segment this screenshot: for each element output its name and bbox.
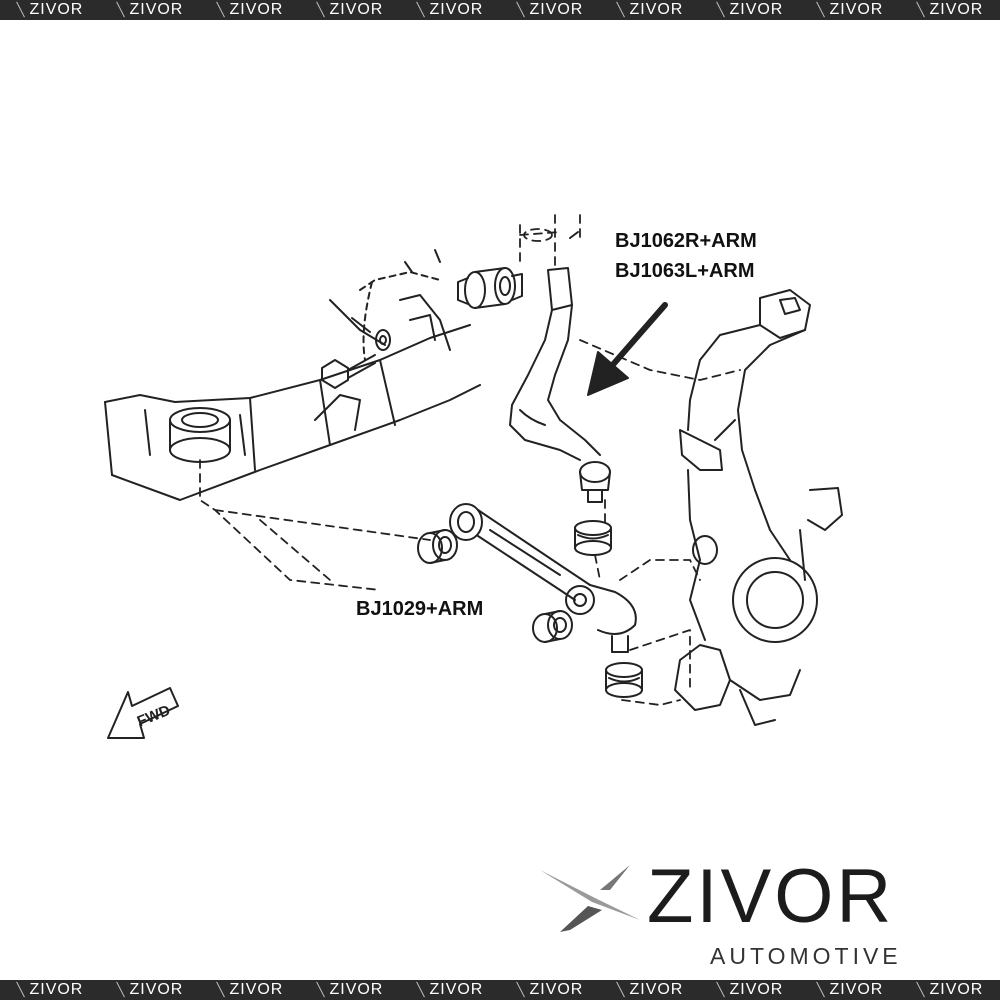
watermark-x-icon: ╲ — [616, 982, 626, 997]
brand-name: ZIVOR — [647, 854, 895, 939]
watermark-x-icon: ╲ — [416, 982, 426, 997]
upper-dust-boot — [574, 520, 612, 556]
callout-upper-arm-left: BJ1063L+ARM — [615, 260, 755, 282]
watermark-text: ╲ZIVOR — [316, 981, 384, 998]
watermark-x-icon: ╲ — [816, 982, 826, 997]
lower-control-arm — [449, 503, 637, 653]
subframe-mount-bushing — [144, 407, 246, 463]
watermark-text: ╲ZIVOR — [616, 1, 684, 18]
watermark-text: ╲ZIVOR — [716, 1, 784, 18]
watermark-x-icon: ╲ — [116, 982, 126, 997]
upper-control-arm — [509, 267, 611, 503]
watermark-text: ╲ZIVOR — [816, 981, 884, 998]
watermark-x-icon: ╲ — [616, 2, 626, 17]
watermark-x-icon: ╲ — [916, 982, 926, 997]
watermark-x-icon: ╲ — [516, 982, 526, 997]
watermark-text: ╲ZIVOR — [16, 1, 84, 18]
watermark-x-icon: ╲ — [816, 2, 826, 17]
watermark-text: ╲ZIVOR — [116, 1, 184, 18]
watermark-x-icon: ╲ — [916, 2, 926, 17]
watermark-text: ╲ZIVOR — [716, 981, 784, 998]
suspension-diagram: FWD — [104, 214, 843, 739]
callout-arrow — [587, 302, 668, 396]
watermark-text: ╲ZIVOR — [616, 981, 684, 998]
callout-upper-arm-right: BJ1062R+ARM — [615, 230, 757, 252]
watermark-strip-top: ╲ZIVOR ╲ZIVOR ╲ZIVOR ╲ZIVOR ╲ZIVOR ╲ZIVOR ╲ZIV… — [0, 0, 1000, 20]
assembly-guide-lines — [199, 214, 741, 706]
watermark-x-icon: ╲ — [116, 2, 126, 17]
watermark-text: ╲ZIVOR — [516, 981, 584, 998]
lower-arm-bushing-rear — [532, 610, 573, 643]
watermark-x-icon: ╲ — [16, 2, 26, 17]
watermark-x-icon: ╲ — [716, 982, 726, 997]
lower-arm-bushing-front — [417, 529, 458, 564]
watermark-x-icon: ╲ — [216, 982, 226, 997]
watermark-x-icon: ╲ — [416, 2, 426, 17]
forward-direction-arrow: FWD — [107, 687, 179, 739]
watermark-strip-bottom: ╲ZIVOR ╲ZIVOR ╲ZIVOR ╲ZIVOR ╲ZIVOR ╲ZIVOR ╲ZIV… — [0, 980, 1000, 1000]
watermark-x-icon: ╲ — [316, 982, 326, 997]
fwd-label: FWD — [135, 702, 173, 731]
watermark-x-icon: ╲ — [216, 2, 226, 17]
subframe — [104, 271, 481, 501]
callout-lower-arm: BJ1029+ARM — [356, 598, 484, 620]
watermark-text: ╲ZIVOR — [16, 981, 84, 998]
watermark-text: ╲ZIVOR — [316, 1, 384, 18]
reference-marks — [404, 231, 579, 273]
lower-dust-boot — [605, 662, 643, 698]
watermark-text: ╲ZIVOR — [416, 981, 484, 998]
brand-logo: ZIVOR AUTOMOTIVE — [540, 855, 985, 975]
watermark-text: ╲ZIVOR — [116, 981, 184, 998]
mounting-bolt — [321, 354, 376, 389]
watermark-text: ╲ZIVOR — [216, 981, 284, 998]
watermark-x-icon: ╲ — [716, 2, 726, 17]
watermark-text: ╲ZIVOR — [216, 1, 284, 18]
watermark-text: ╲ZIVOR — [416, 1, 484, 18]
watermark-text: ╲ZIVOR — [516, 1, 584, 18]
washer — [351, 317, 391, 351]
watermark-text: ╲ZIVOR — [916, 1, 984, 18]
steering-knuckle — [674, 289, 843, 726]
brand-subtitle: AUTOMOTIVE — [710, 943, 902, 969]
watermark-x-icon: ╲ — [516, 2, 526, 17]
watermark-x-icon: ╲ — [316, 2, 326, 17]
watermark-x-icon: ╲ — [16, 982, 26, 997]
brand-x-icon — [540, 865, 640, 932]
watermark-text: ╲ZIVOR — [816, 1, 884, 18]
upper-arm-bushing — [457, 267, 523, 309]
watermark-text: ╲ZIVOR — [916, 981, 984, 998]
